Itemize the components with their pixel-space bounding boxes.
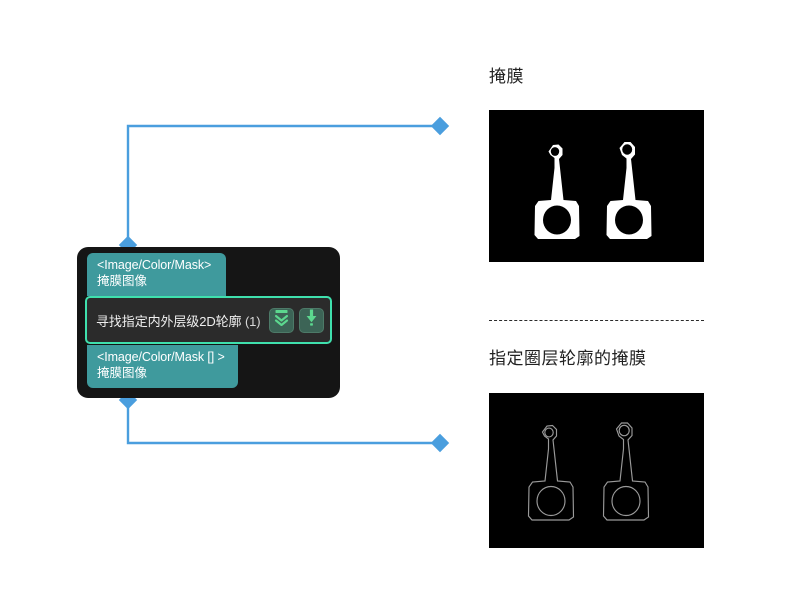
connection-input[interactable] [118,116,450,255]
input-port-type: <Image/Color/Mask> [97,258,212,272]
input-wire-endpoint-right[interactable] [430,116,450,136]
collapse-button[interactable] [269,307,294,333]
output-wire-endpoint-right[interactable] [430,433,450,453]
output-port-type: <Image/Color/Mask [] > [97,350,225,364]
node-output-port[interactable]: <Image/Color/Mask [] > 掩膜图像 [87,345,238,388]
panel-divider [489,320,704,321]
operator-node[interactable]: <Image/Color/Mask> 掩膜图像 寻找指定内外层级2D轮廓 (1) [77,247,340,398]
node-title-row: 寻找指定内外层级2D轮廓 (1) [96,311,264,330]
node-input-port[interactable]: <Image/Color/Mask> 掩膜图像 [87,253,226,296]
panel-title-mask: 掩膜 [489,67,524,86]
input-port-name: 掩膜图像 [97,273,148,288]
node-instance-count: (1) [244,313,261,329]
mask-image[interactable] [489,110,704,262]
panel-title-contour: 指定圈层轮廓的掩膜 [489,349,647,368]
preview-panel-contour: 指定圈层轮廓的掩膜 [489,350,704,548]
download-arrow-icon [304,309,319,331]
execute-button[interactable] [299,307,324,333]
collapse-chevrons-icon [274,309,289,331]
connection-output[interactable] [118,390,450,453]
node-body[interactable]: 寻找指定内外层级2D轮廓 (1) [85,296,332,344]
output-port-name: 掩膜图像 [97,365,148,380]
output-wire-path [126,398,440,445]
input-wire-path [126,124,440,247]
node-title-text: 寻找指定内外层级2D轮廓 [96,313,242,329]
preview-panel-mask: 掩膜 [489,68,704,262]
contour-image[interactable] [489,393,704,548]
